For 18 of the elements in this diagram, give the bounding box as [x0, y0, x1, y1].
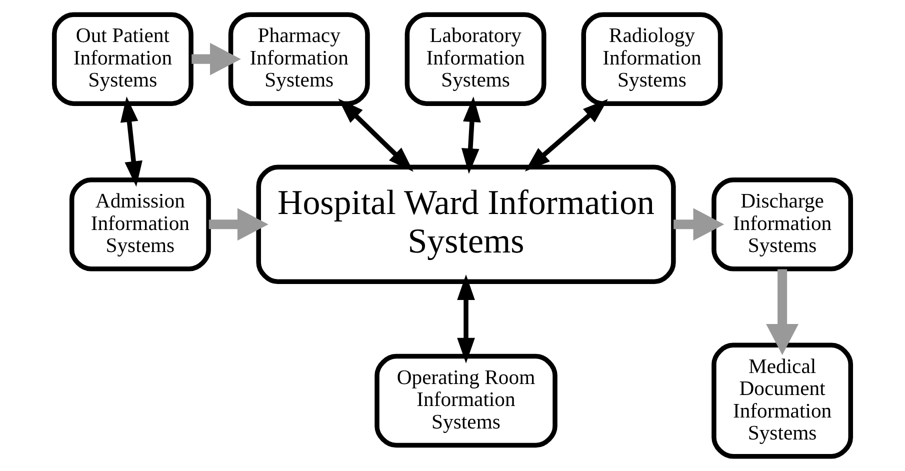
node-box: Radiology Information Systems: [581, 12, 723, 106]
arrow: [208, 208, 268, 241]
node-box: Discharge Information Systems: [712, 177, 854, 272]
node-box: Hospital Ward Information Systems: [256, 164, 676, 284]
node-box: Pharmacy Information Systems: [228, 12, 370, 106]
arrow: [524, 98, 608, 172]
arrow: [674, 208, 724, 241]
node-box: Operating Room Information Systems: [374, 354, 558, 448]
arrow: [338, 98, 414, 172]
arrow: [766, 269, 799, 355]
arrow: [192, 42, 241, 76]
arrow: [120, 96, 142, 187]
node-box: Laboratory Information Systems: [404, 12, 546, 106]
arrow: [461, 96, 481, 174]
node-box: Admission Information Systems: [69, 177, 211, 272]
node-box: Out Patient Information Systems: [52, 12, 194, 106]
arrow: [457, 274, 475, 364]
node-box: Medical Document Information Systems: [712, 342, 854, 459]
